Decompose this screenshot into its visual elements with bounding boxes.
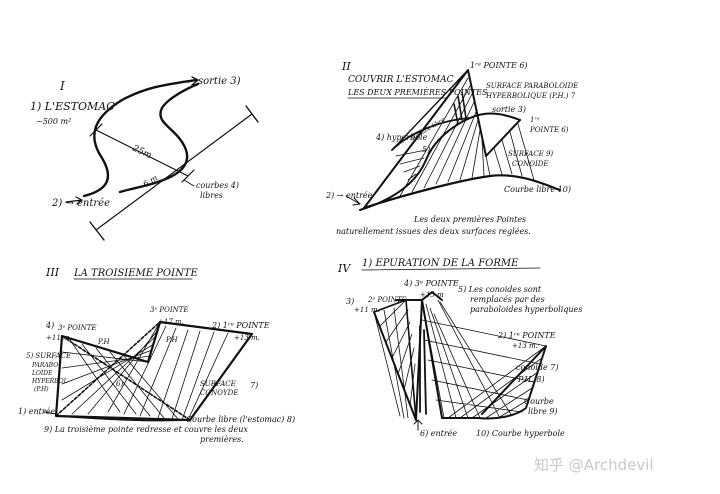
panel-2-exit: sortie 3) bbox=[492, 105, 526, 114]
panel-1-area: ~500 m² bbox=[36, 117, 71, 126]
panel-3-note-1: 9) La troisième pointe redresse et couvr… bbox=[44, 425, 248, 434]
panel-2-numeral: II bbox=[341, 60, 351, 73]
panel-2-point-2a: 1ʳᵉ bbox=[530, 116, 540, 124]
panel-3-conoide-2: CONOYDE bbox=[200, 389, 238, 397]
panel-4-hatch-dark bbox=[419, 325, 427, 415]
panel-4-curve: 10) Courbe hyperbole bbox=[476, 429, 565, 438]
panel-2-cover-stomach: II COUVRIR L'ESTOMAC LES DEUX PREMIÈRES … bbox=[325, 60, 578, 236]
panel-2-conoide-2: CONOIDE bbox=[512, 160, 548, 168]
panel-2-curve: Courbe libre 10) bbox=[504, 185, 571, 194]
panel-1-dimension-tick-b bbox=[89, 105, 259, 241]
panel-1-curve-label-2: libres bbox=[200, 191, 223, 200]
panel-3-left-num: 4) bbox=[45, 321, 54, 330]
panel-3-ph-1: P.H bbox=[97, 338, 111, 346]
panel-4-left-point: 2ᵉ POINTE bbox=[367, 296, 407, 304]
panel-3-point-1-height: +13 m. bbox=[234, 334, 260, 342]
panel-3-curve: Courbe libre (l'estomac) 8) bbox=[186, 415, 295, 424]
panel-4-point-3-height: +15 m bbox=[420, 291, 444, 299]
panel-4-note-2: remplacés par des bbox=[470, 295, 545, 304]
panel-2-conoide-1: SURFACE 9) bbox=[508, 150, 553, 158]
panel-4-peak-3 bbox=[395, 291, 443, 301]
panel-4-purification: IV 1) EPURATION DE LA FORME 4) 3ᵉ POINTE… bbox=[337, 258, 582, 438]
panel-3-parab-5: (P.H) bbox=[34, 386, 49, 393]
panel-2-hyperbolic-2: HYPERBOLIQUE (P.H.) 7 bbox=[485, 92, 576, 100]
panel-1-numeral: I bbox=[59, 79, 65, 93]
panel-4-note-1: 5) Les conoides sont bbox=[458, 285, 542, 294]
panel-4-point-1-height: +13 m. bbox=[512, 342, 538, 350]
panel-3-left-point: 3ᵉ POINTE bbox=[58, 324, 97, 332]
panel-2-hyperbolic-1: SURFACE PARABOLOIDE bbox=[486, 82, 578, 90]
panel-3-numeral: III bbox=[45, 266, 60, 279]
panel-4-conoide-2: P.H. 8) bbox=[517, 375, 545, 384]
panel-3-parab-1: 5) SURFACE bbox=[26, 352, 71, 360]
panel-3-parab-2: PARABO- bbox=[31, 362, 60, 369]
panel-4-point-3: 4) 3ᵉ POINTE bbox=[403, 279, 459, 288]
panel-2-ridge-left bbox=[391, 69, 469, 151]
panel-2-base-curve bbox=[362, 174, 562, 210]
panel-1-stomach-inner-curve bbox=[118, 82, 200, 194]
panel-1-entry-label: 2) → entrée bbox=[51, 198, 110, 209]
panel-3-num-6: 6) bbox=[116, 380, 123, 388]
panel-3-conoide-1: SURFACE bbox=[200, 380, 236, 388]
panel-3-parab-3: LOIDE bbox=[31, 370, 53, 377]
panel-4-title: 1) EPURATION DE LA FORME bbox=[362, 258, 519, 269]
panel-2-entry: 2) → entrée bbox=[325, 191, 373, 200]
panel-1-curve-label-1: courbes 4) bbox=[196, 181, 239, 190]
panel-3-num-7: 7) bbox=[250, 381, 258, 390]
panel-2-hyperbole: 4) hyperbole bbox=[375, 133, 428, 142]
panel-4-note-3: paraboloides hyperboliques bbox=[470, 305, 582, 314]
panel-1-exit-arrow bbox=[187, 76, 199, 86]
panel-1-exit-label: sortie 3) bbox=[198, 76, 241, 87]
panel-1-stomach-outer-curve bbox=[82, 78, 198, 198]
panel-2-note-2: naturellement issues des deux surfaces r… bbox=[336, 227, 531, 236]
panel-3-dashed-edge bbox=[55, 321, 191, 421]
panel-4-title-underline bbox=[361, 267, 541, 271]
panel-2-stomach-inner bbox=[359, 112, 521, 211]
panel-2-title-1: COUVRIR L'ESTOMAC bbox=[348, 75, 454, 85]
panel-3-third-point: III LA TROISIEME POINTE 3ᵉ POINTE +17 m.… bbox=[18, 266, 295, 444]
panel-1-entry-arrow bbox=[65, 196, 83, 205]
panel-2-entry-arrow bbox=[345, 195, 361, 206]
panel-4-numeral: IV bbox=[337, 262, 351, 275]
panel-2-hatch-dark bbox=[453, 91, 467, 125]
panel-3-point-3-height: +17 m. bbox=[158, 318, 184, 326]
panel-1-dimension-line-long bbox=[95, 129, 189, 177]
panel-4-courbe-1: Courbe bbox=[524, 397, 554, 406]
panel-4-point-1: 2) 1ʳᵉ POINTE bbox=[497, 331, 556, 340]
panel-3-entry-arrow bbox=[43, 411, 57, 415]
panel-3-parab-4: HYPERBOL bbox=[31, 378, 68, 385]
panel-3-ruled-lines bbox=[61, 321, 229, 421]
panel-1-dimension-line-diag bbox=[95, 113, 253, 231]
panel-4-entry-arrow bbox=[413, 419, 423, 431]
panel-2-title-2: LES DEUX PREMIÈRES POINTES bbox=[347, 88, 488, 97]
panel-3-entry: 1) entrée bbox=[18, 407, 55, 416]
watermark: 知乎 @Archdevil bbox=[534, 456, 654, 474]
panel-4-ruled-lines bbox=[373, 299, 547, 419]
panel-4-left-height: +11 m. bbox=[354, 306, 380, 314]
panel-3-point-1: 2) 1ʳᵉ POINTE bbox=[211, 321, 270, 330]
panel-2-point-2b: POINTE 6) bbox=[529, 126, 569, 134]
panel-2-ridge-main bbox=[363, 69, 521, 209]
panel-4-entry: 6) entrée bbox=[420, 429, 457, 438]
panel-3-left-height: +11 m. bbox=[46, 334, 72, 342]
panel-4-courbe-2: libre 9) bbox=[528, 407, 558, 416]
panel-1-stomach: I 1) L'ESTOMAC ~500 m² sortie 3) 2) → en… bbox=[30, 76, 259, 241]
panel-3-curve-base bbox=[55, 415, 191, 422]
panel-4-conoide-1: conoide 7) bbox=[516, 363, 558, 372]
panel-4-left-num: 3) bbox=[346, 297, 354, 306]
panel-3-ph-2: P.H bbox=[165, 336, 179, 344]
panel-1-curve-pointer bbox=[183, 179, 195, 187]
panel-2-ruled-lines bbox=[395, 77, 535, 197]
panel-3-point-3: 3ᵉ POINTE bbox=[150, 306, 189, 314]
panel-2-point-1: 1ʳᵉ POINTE 6) bbox=[470, 61, 528, 70]
panel-2-note-1: Les deux premières Pointes bbox=[413, 215, 526, 224]
panel-3-title: LA TROISIEME POINTE bbox=[73, 268, 199, 279]
panel-2-number-5: 5) bbox=[422, 145, 430, 154]
panel-1-title: 1) L'ESTOMAC bbox=[30, 100, 115, 113]
panel-3-note-2: premières. bbox=[200, 435, 244, 444]
